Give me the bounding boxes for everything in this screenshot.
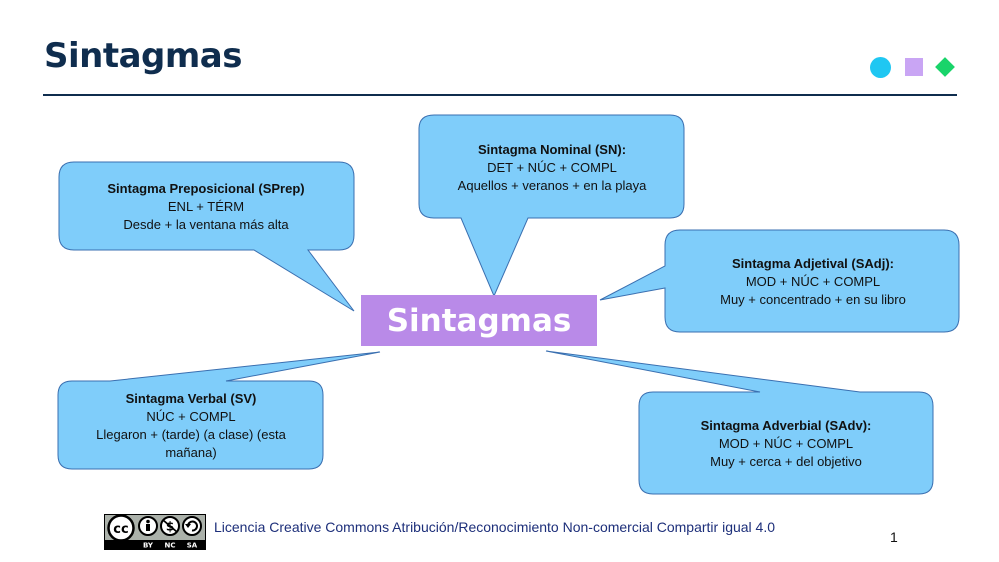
license-link[interactable]: Licencia Creative Commons Atribución/Rec… — [214, 519, 776, 535]
square-icon — [905, 58, 923, 76]
bubble-line: mañana) — [165, 445, 217, 460]
slide-title: Sintagmas — [44, 36, 243, 76]
bubble-adverbial-shape — [545, 350, 934, 495]
title-divider — [43, 94, 957, 96]
bubble-adjectival: Sintagma Adjetival (SAdj): MOD + NÚC + C… — [670, 255, 956, 309]
bubble-line: ENL + TÉRM — [167, 199, 245, 214]
bubble-adverbial: Sintagma Adverbial (SAdv): MOD + NÚC + C… — [644, 417, 928, 471]
bubble-prepositional: Sintagma Preposicional (SPrep) ENL + TÉR… — [62, 180, 350, 234]
bubble-line: Aquellos + veranos + en la playa — [457, 178, 647, 193]
bubble-line: MOD + NÚC + COMPL — [745, 274, 881, 289]
badge-tag-sa: SA — [187, 542, 198, 550]
bubble-heading: Sintagma Adjetival (SAdj): — [731, 256, 895, 271]
cc-license-badge[interactable]: cc $ BY NC SA — [104, 514, 206, 550]
bubble-heading: Sintagma Preposicional (SPrep) — [107, 181, 305, 196]
bubble-heading: Sintagma Adverbial (SAdv): — [700, 418, 872, 433]
bubble-verbal-shape — [57, 351, 381, 470]
bubble-verbal: Sintagma Verbal (SV) NÚC + COMPL Llegaro… — [62, 390, 320, 462]
bubble-line: Desde + la ventana más alta — [123, 217, 289, 232]
bubble-nominal: Sintagma Nominal (SN): DET + NÚC + COMPL… — [424, 141, 680, 195]
svg-text:cc: cc — [113, 522, 128, 537]
bubble-heading: Sintagma Verbal (SV) — [125, 391, 257, 406]
central-concept-box: Sintagmas — [361, 295, 597, 346]
badge-tag-nc: NC — [165, 542, 176, 550]
noncommercial-icon: $ — [160, 516, 180, 536]
bubble-line: NÚC + COMPL — [146, 409, 236, 424]
bubble-heading: Sintagma Nominal (SN): — [477, 142, 627, 157]
bubble-prepositional-shape — [58, 161, 355, 312]
circle-icon — [870, 57, 891, 78]
badge-tag-by: BY — [143, 542, 154, 550]
bubble-adjectival-shape — [599, 229, 960, 333]
bubble-nominal-shape — [418, 114, 685, 298]
bubble-line: DET + NÚC + COMPL — [487, 160, 617, 175]
sharealike-icon — [182, 516, 202, 536]
attribution-icon — [138, 516, 158, 536]
bubble-line: Muy + cerca + del objetivo — [710, 454, 862, 469]
bubble-line: MOD + NÚC + COMPL — [718, 436, 854, 451]
central-concept-label: Sintagmas — [386, 302, 572, 339]
bubble-line: Llegaron + (tarde) (a clase) (esta — [96, 427, 286, 442]
cc-logo-icon: cc — [107, 514, 135, 542]
bubble-line: Muy + concentrado + en su libro — [720, 292, 906, 307]
page-number: 1 — [890, 529, 898, 545]
